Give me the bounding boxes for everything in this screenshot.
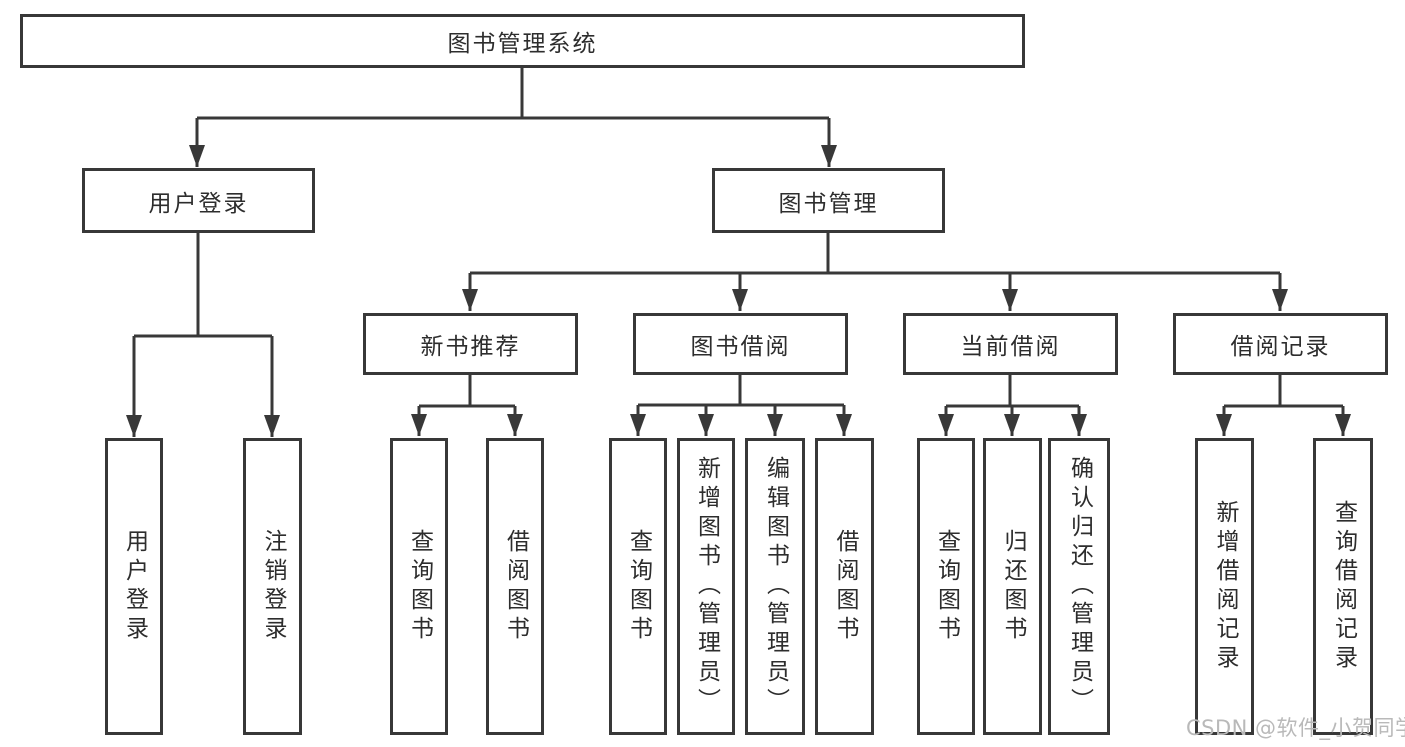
connector-user-login-to-leaves	[126, 233, 280, 437]
node-current-borrow-label: 当前借阅	[960, 334, 1061, 360]
node-borrow-records: 借阅记录	[1173, 313, 1388, 375]
leaf-edit-books-admin: 编辑图书（管理员）	[745, 438, 805, 735]
node-user-login-label: 用户登录	[148, 190, 249, 217]
leaf-logout: 注销登录	[243, 438, 302, 735]
connector-book-management-to-level3	[462, 233, 1288, 311]
node-user-login: 用户登录	[82, 168, 315, 233]
leaf-borrow-books-label: 借阅图书	[832, 528, 858, 645]
leaf-add-books-admin-label: 新增图书（管理员）	[693, 456, 720, 717]
connector-root-to-level2	[189, 68, 837, 167]
leaf-return-books-label: 归还图书	[1000, 528, 1026, 645]
leaf-recommend-borrow-books-label: 借阅图书	[502, 528, 529, 645]
node-borrow-records-label: 借阅记录	[1230, 334, 1331, 360]
leaf-user-login-label: 用户登录	[121, 528, 148, 645]
connector-book-borrow-to-leaves	[630, 375, 852, 436]
node-root-label: 图书管理系统	[447, 31, 598, 57]
leaf-recommend-borrow-books: 借阅图书	[486, 438, 544, 735]
node-book-management: 图书管理	[712, 168, 945, 233]
leaf-current-query-books: 查询图书	[917, 438, 975, 735]
leaf-current-query-books-label: 查询图书	[933, 528, 960, 645]
node-new-book-recommend-label: 新书推荐	[420, 334, 521, 360]
leaf-query-borrow-record: 查询借阅记录	[1313, 438, 1373, 735]
leaf-borrow-query-books: 查询图书	[609, 438, 667, 735]
leaf-add-borrow-record: 新增借阅记录	[1195, 438, 1254, 735]
connector-borrow-records-to-leaves	[1216, 375, 1351, 436]
csdn-watermark: CSDN @软件_小贺同学	[1186, 716, 1405, 740]
connector-new-book-recommend-to-leaves	[411, 375, 523, 436]
leaf-return-books: 归还图书	[983, 438, 1042, 735]
leaf-recommend-query-books: 查询图书	[390, 438, 448, 735]
leaf-add-borrow-record-label: 新增借阅记录	[1212, 499, 1238, 674]
node-book-borrow: 图书借阅	[633, 313, 848, 375]
leaf-edit-books-admin-label: 编辑图书（管理员）	[762, 456, 789, 717]
leaf-borrow-books: 借阅图书	[815, 438, 874, 735]
node-root: 图书管理系统	[20, 14, 1025, 68]
leaf-borrow-query-books-label: 查询图书	[625, 528, 652, 645]
node-new-book-recommend: 新书推荐	[363, 313, 578, 375]
leaf-user-login: 用户登录	[105, 438, 163, 735]
node-current-borrow: 当前借阅	[903, 313, 1118, 375]
leaf-confirm-return-admin-label: 确认归还（管理员）	[1066, 456, 1093, 717]
connector-current-borrow-to-leaves	[938, 375, 1087, 436]
leaf-confirm-return-admin: 确认归还（管理员）	[1048, 438, 1110, 735]
node-book-management-label: 图书管理	[778, 190, 879, 217]
leaf-query-borrow-record-label: 查询借阅记录	[1330, 499, 1357, 674]
leaf-add-books-admin: 新增图书（管理员）	[677, 438, 735, 735]
leaf-recommend-query-books-label: 查询图书	[406, 528, 433, 645]
node-book-borrow-label: 图书借阅	[690, 334, 791, 360]
leaf-logout-label: 注销登录	[260, 528, 286, 645]
